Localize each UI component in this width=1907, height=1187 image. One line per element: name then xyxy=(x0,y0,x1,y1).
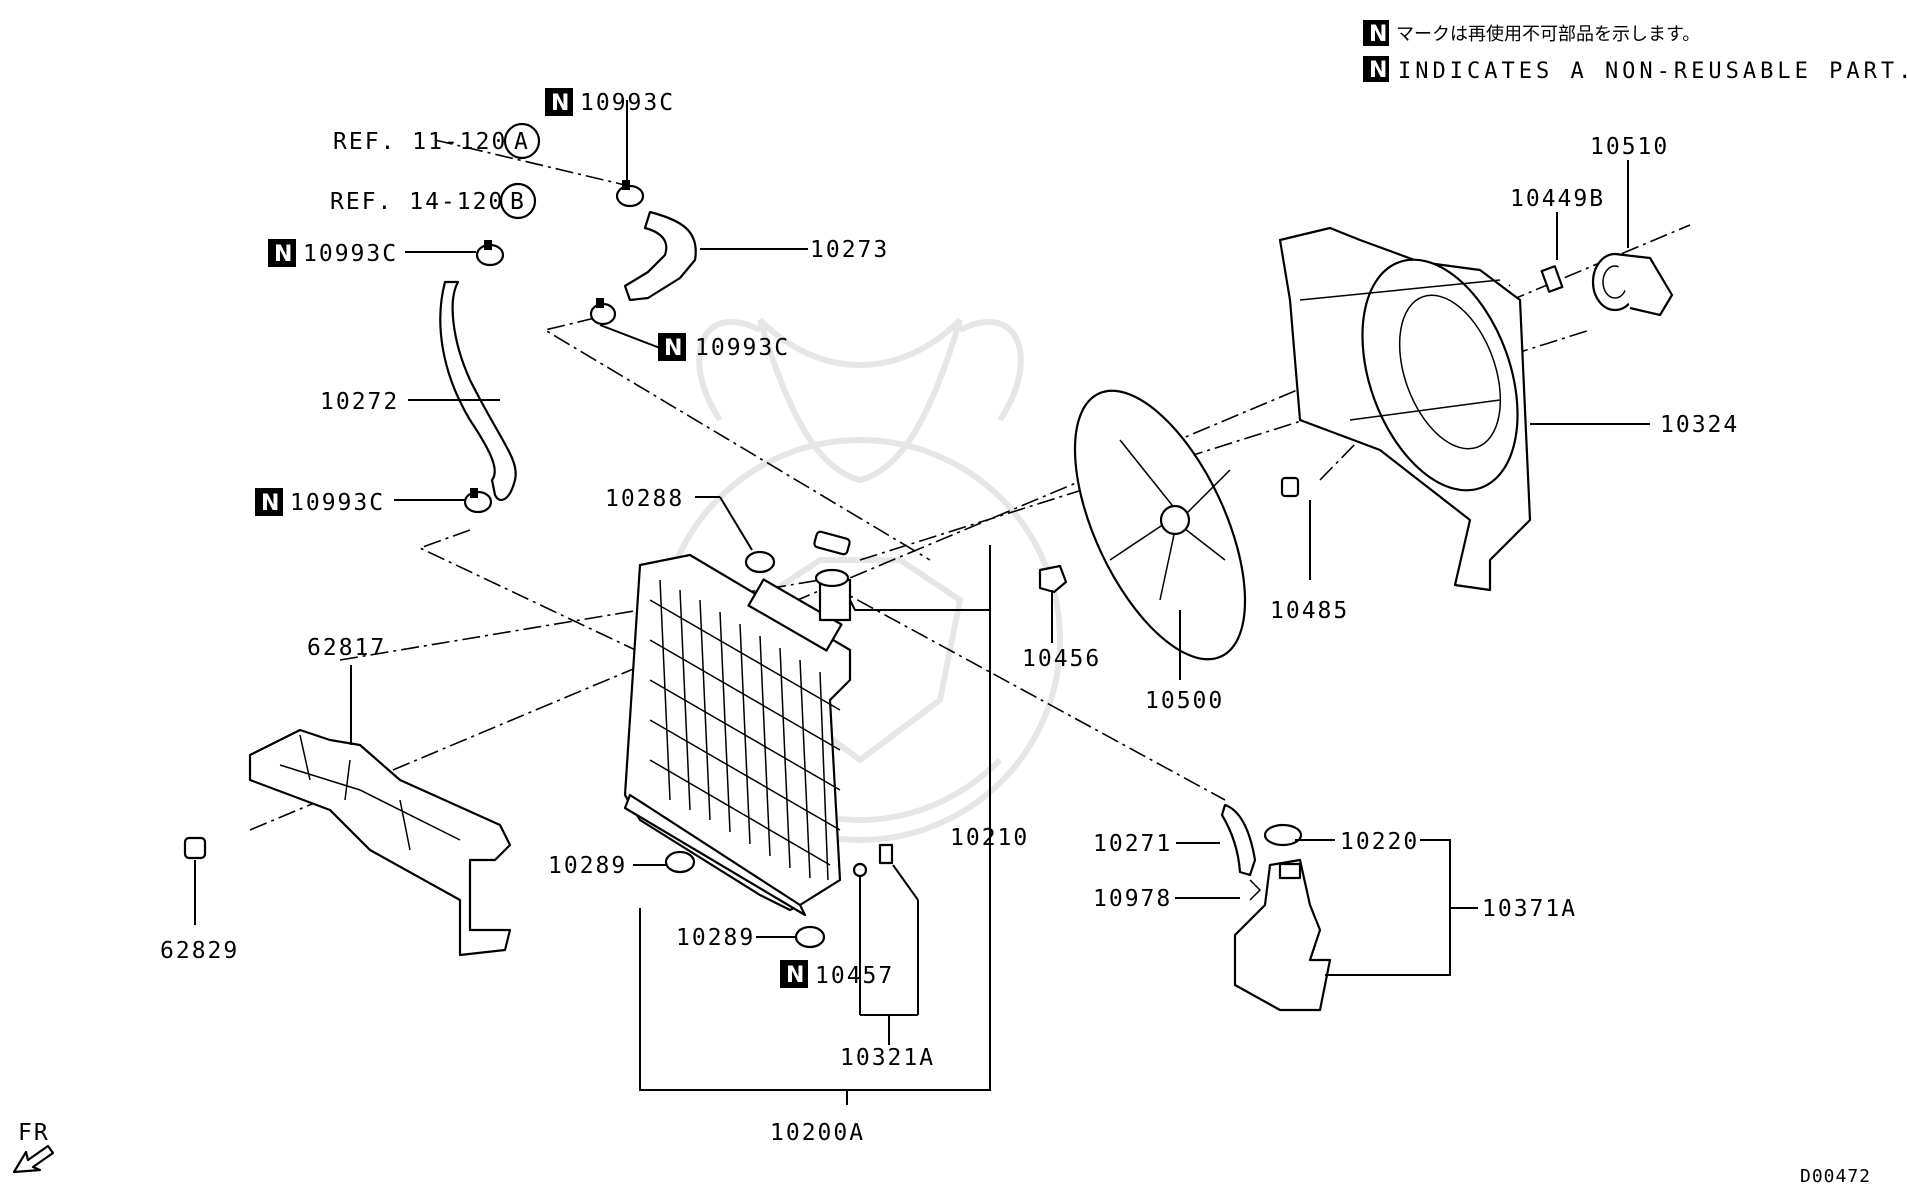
hose-clamps xyxy=(463,180,645,514)
legend-badge-jp: N xyxy=(1369,22,1387,47)
label-62829: 62829 xyxy=(160,938,239,964)
ref-a-label: REF. 11-120 xyxy=(333,129,507,155)
label-10978: 10978 xyxy=(1093,886,1172,912)
n-badge-2: N xyxy=(274,242,292,267)
ref-a: REF. 11-120 A xyxy=(333,122,541,160)
fr-label: FR xyxy=(18,1120,50,1146)
label-10210: 10210 xyxy=(950,825,1029,851)
label-10993c-left-upper: 10993C xyxy=(303,241,398,267)
label-10993c-left-lower: 10993C xyxy=(290,490,385,516)
fr-indicator: FR xyxy=(12,1120,55,1174)
label-10289-b: 10289 xyxy=(676,925,755,951)
label-10456: 10456 xyxy=(1022,646,1101,672)
label-10200a: 10200A xyxy=(770,1120,865,1146)
radiator-small-parts xyxy=(664,530,894,949)
n-badge-1: N xyxy=(551,91,569,116)
label-10485: 10485 xyxy=(1270,598,1349,624)
bracket-62817 xyxy=(183,728,512,957)
label-10449b: 10449B xyxy=(1510,186,1605,212)
label-10510: 10510 xyxy=(1590,134,1669,160)
label-10288: 10288 xyxy=(605,486,684,512)
n-badge-5: N xyxy=(786,963,804,988)
label-10993c-top: 10993C xyxy=(580,90,675,116)
motor-10510 xyxy=(1540,252,1674,317)
hose-10272 xyxy=(439,280,517,502)
legend-badge-en: N xyxy=(1369,58,1387,83)
n-badges: N N N N N xyxy=(255,88,808,988)
label-10272: 10272 xyxy=(320,389,399,415)
part-labels: 10993C 10993C 10993C 10993C 10273 10272 … xyxy=(160,90,1739,1146)
label-10321a: 10321A xyxy=(840,1045,935,1071)
diagram-code: D00472 xyxy=(1800,1166,1871,1187)
label-10457: 10457 xyxy=(815,963,894,989)
radiator-10200a xyxy=(623,553,852,917)
reservoir-10371a xyxy=(1220,803,1332,1012)
label-10500: 10500 xyxy=(1145,688,1224,714)
ref-a-circle: A xyxy=(514,129,530,155)
label-10289-a: 10289 xyxy=(548,853,627,879)
legend-en-text: INDICATES A NON-REUSABLE PART. xyxy=(1398,59,1907,84)
ref-b-label: REF. 14-120 xyxy=(330,189,504,215)
ref-b-circle: B xyxy=(510,189,526,215)
label-10993c-mid: 10993C xyxy=(695,335,790,361)
fr-arrow-icon xyxy=(12,1144,55,1174)
ref-b: REF. 14-120 B xyxy=(330,182,537,220)
legend-jp-text: マークは再使用不可部品を示します。 xyxy=(1396,24,1700,45)
label-10371a: 10371A xyxy=(1482,896,1577,922)
label-10271: 10271 xyxy=(1093,831,1172,857)
label-10324: 10324 xyxy=(1660,412,1739,438)
fan-10500 xyxy=(1038,389,1247,661)
n-badge-3: N xyxy=(664,336,682,361)
shroud-10324 xyxy=(1278,226,1532,592)
label-62817: 62817 xyxy=(307,635,386,661)
n-badge-4: N xyxy=(261,491,279,516)
legend: N マークは再使用不可部品を示します。 N INDICATES A NON-RE… xyxy=(1363,20,1907,84)
label-10220: 10220 xyxy=(1340,829,1419,855)
leader-lines xyxy=(194,100,1650,1105)
hose-10273 xyxy=(623,210,697,302)
label-10273: 10273 xyxy=(810,237,889,263)
